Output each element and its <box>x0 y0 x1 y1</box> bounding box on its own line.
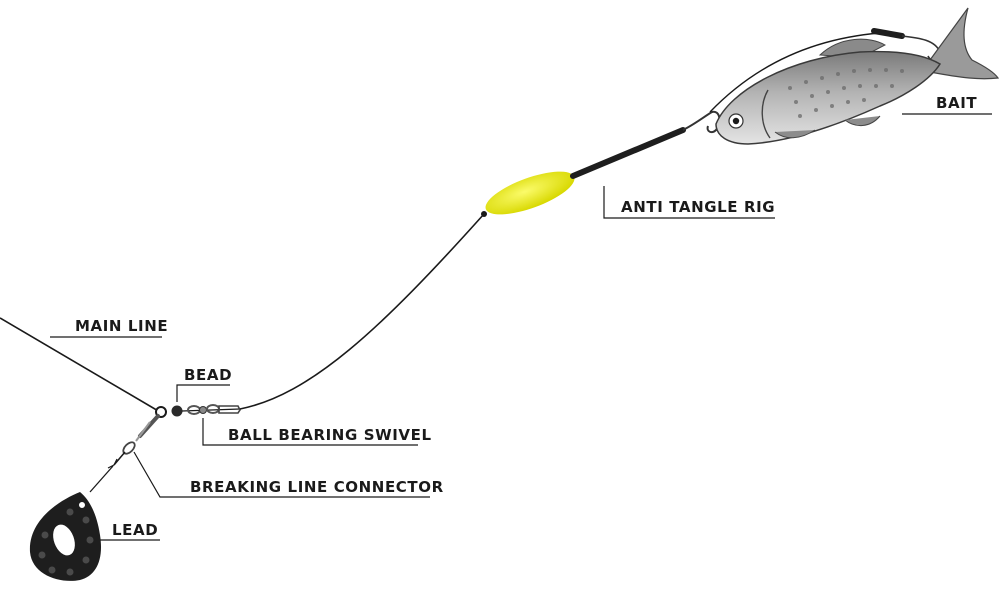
ball-bearing-swivel <box>181 404 241 415</box>
bead-label: BEAD <box>184 366 232 384</box>
yellow-float <box>485 171 575 215</box>
main-line-label: MAIN LINE <box>75 317 168 335</box>
bait-fish <box>715 7 1000 145</box>
bait-label: BAIT <box>936 94 977 112</box>
anti-tangle-rig-label: ANTI TANGLE RIG <box>621 198 775 216</box>
main-line <box>0 317 161 413</box>
hook <box>682 110 721 134</box>
hair-line <box>709 32 881 113</box>
anti-tangle-tube <box>570 127 686 179</box>
lead-weight <box>29 492 102 581</box>
bead <box>171 405 183 417</box>
lead-label: LEAD <box>112 521 158 539</box>
anti-tangle-leader <box>603 186 775 219</box>
connector-leader <box>133 451 430 498</box>
breaking-line-connector-label: BREAKING LINE CONNECTOR <box>190 478 444 496</box>
swivel-leader <box>202 418 418 446</box>
bead-leader <box>176 384 230 402</box>
ball-bearing-swivel-label: BALL BEARING SWIVEL <box>228 426 432 444</box>
hook-link <box>239 213 485 410</box>
